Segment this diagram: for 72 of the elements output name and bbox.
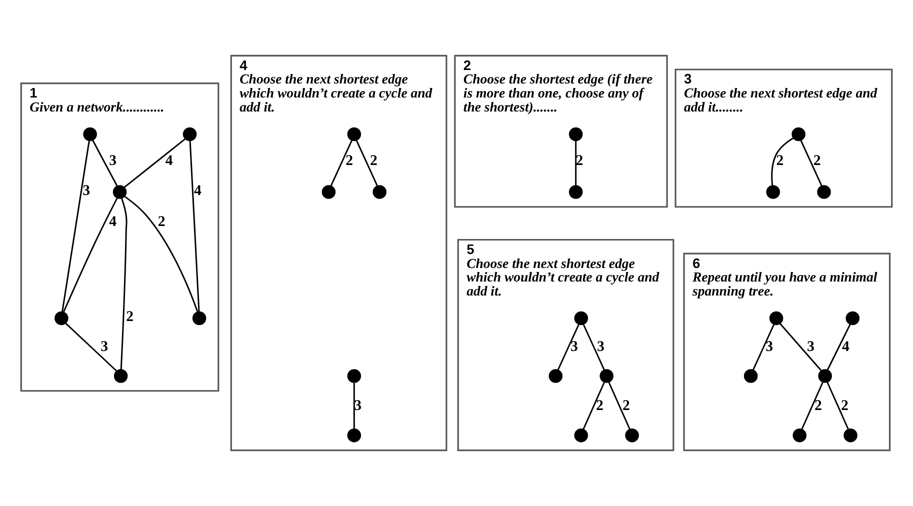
edge-label: 4 [194, 182, 202, 199]
node-circle [846, 311, 860, 326]
connector [780, 323, 822, 372]
node-circle [114, 369, 128, 383]
edge-label: 2 [158, 214, 166, 230]
connector [752, 324, 775, 370]
connector [582, 382, 605, 430]
edge-label: 2 [840, 398, 848, 414]
node-circle [182, 127, 197, 142]
node-circle [792, 127, 806, 142]
node-circle [574, 428, 588, 442]
connector [62, 140, 90, 312]
connector [771, 138, 794, 186]
connector [353, 382, 355, 430]
edge-label: 4 [165, 153, 173, 170]
connector [801, 382, 824, 430]
connector [63, 198, 118, 312]
edge-label: 3 [807, 338, 814, 355]
connector [124, 196, 198, 312]
node-circle [625, 428, 639, 442]
connector [575, 140, 577, 186]
node-circle [322, 185, 336, 199]
connector [124, 138, 186, 188]
edge-label: 2 [622, 398, 630, 414]
edge-label: 2 [596, 398, 604, 414]
edge-label: 2 [776, 153, 784, 170]
edge-label: 3 [597, 338, 604, 355]
node-circle [112, 185, 127, 199]
node-circle [817, 185, 831, 199]
connector [356, 140, 378, 186]
edge-label: 3 [766, 338, 774, 355]
node-circle [818, 369, 832, 383]
node-circle [548, 369, 563, 383]
node-circle [347, 428, 362, 442]
node-circle [792, 428, 806, 442]
edge-label: 2 [126, 309, 134, 326]
edge-label: 3 [82, 182, 90, 199]
node-circle [54, 311, 68, 326]
node-circle [83, 127, 97, 142]
edge-label: 2 [576, 153, 584, 170]
connector [608, 382, 630, 430]
connector [120, 198, 128, 370]
edge-label: 2 [814, 398, 822, 414]
edge-label: 3 [570, 338, 578, 355]
node-circle [347, 369, 362, 383]
node-circle [766, 185, 780, 199]
connector [330, 140, 352, 186]
node-circle [844, 428, 858, 442]
connector [826, 382, 849, 430]
node-circle [347, 127, 362, 142]
edge-label: 4 [842, 338, 850, 355]
connector [189, 140, 200, 312]
connector [557, 324, 580, 370]
connector [92, 140, 118, 186]
connector [826, 324, 851, 370]
edge-label: 3 [109, 153, 117, 170]
edge-label: 2 [346, 153, 354, 170]
node-circle [372, 185, 386, 199]
edge-label: 3 [100, 338, 108, 355]
node-circle [568, 185, 583, 199]
node-circle [568, 127, 583, 142]
connector [582, 324, 605, 370]
node-circle [600, 369, 614, 383]
node-circle [192, 311, 206, 326]
edge-label: 2 [813, 153, 821, 170]
node-circle [574, 311, 588, 326]
node-circle [769, 311, 784, 326]
edge-label: 4 [109, 214, 117, 230]
connector [65, 322, 118, 372]
edge-label: 2 [370, 153, 378, 170]
connector [800, 140, 822, 186]
node-circle [744, 369, 758, 383]
